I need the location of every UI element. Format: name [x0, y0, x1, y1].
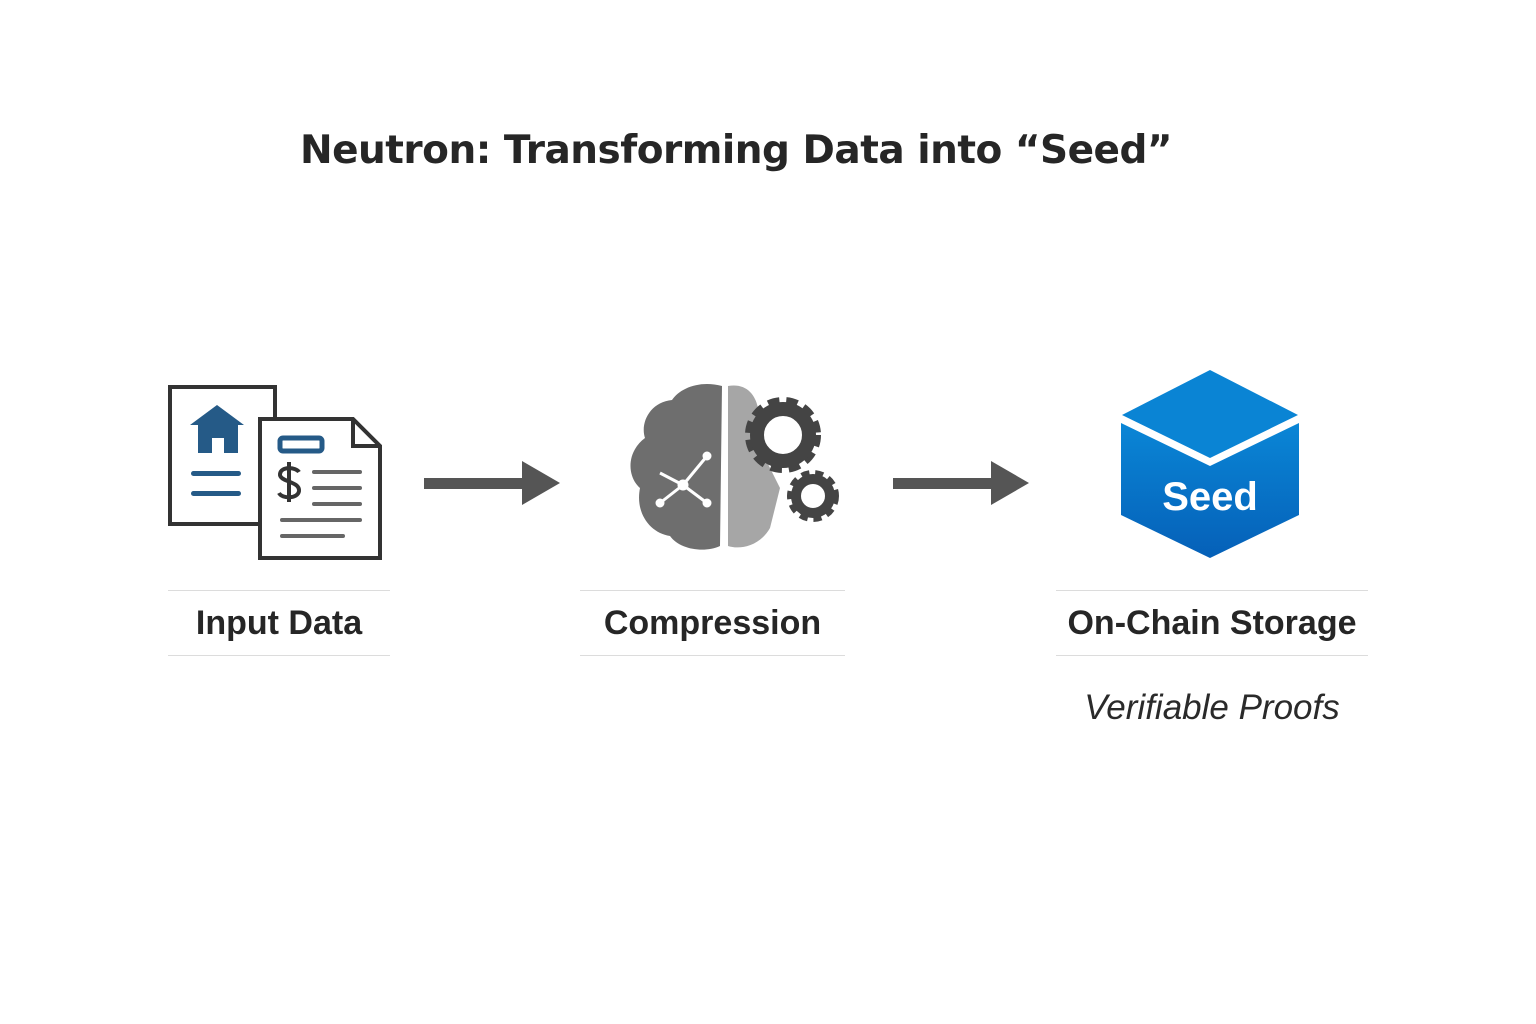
step-sublabel-verifiable-proofs: Verifiable Proofs — [1084, 688, 1340, 727]
arrow-icon — [893, 461, 1029, 505]
diagram-title: Neutron: Transforming Data into “Seed” — [299, 128, 1173, 173]
step-label-input-data: Input Data — [168, 590, 390, 656]
seed-cube-icon: Seed — [1121, 370, 1299, 558]
house-icon — [190, 405, 244, 453]
brain-gears-icon — [630, 383, 839, 550]
documents-icon — [168, 385, 382, 560]
cube-text: Seed — [1162, 475, 1258, 519]
step-label-compression: Compression — [580, 590, 845, 656]
step-label-on-chain-storage: On-Chain Storage — [1056, 590, 1368, 656]
gear-icon — [745, 397, 821, 473]
gear-icon — [787, 470, 839, 522]
arrow-icon — [424, 461, 560, 505]
dollar-icon — [277, 462, 301, 502]
